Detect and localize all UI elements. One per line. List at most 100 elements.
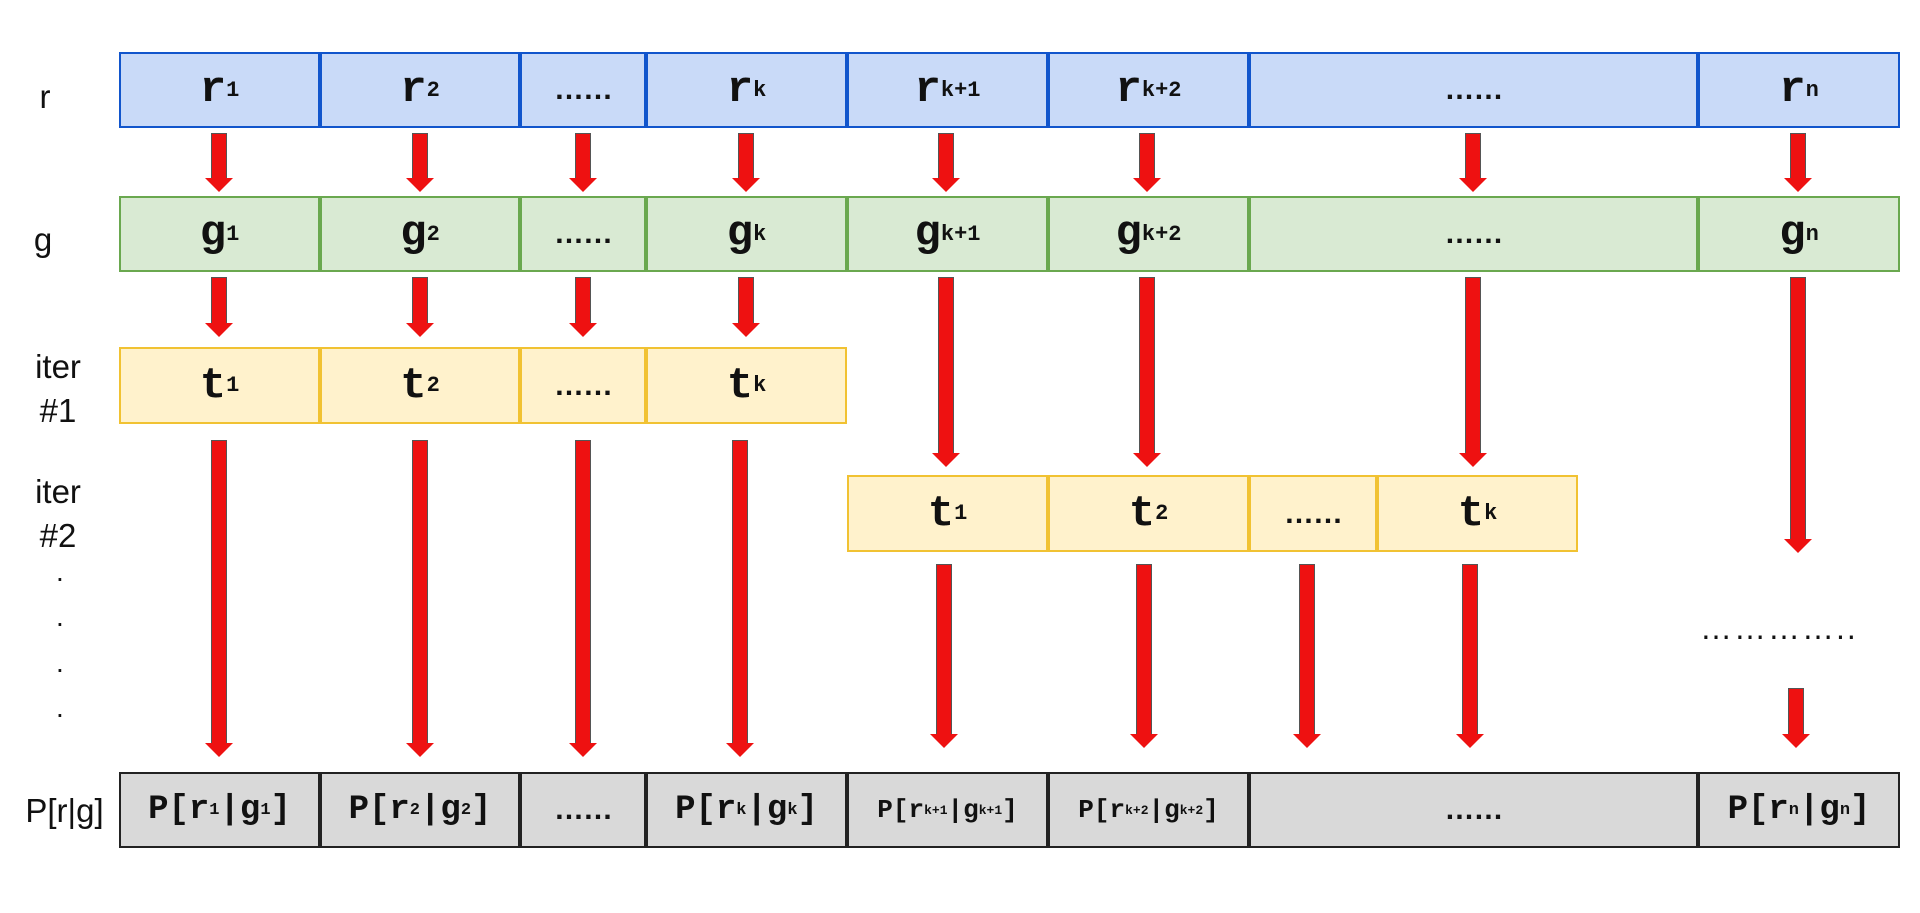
flow-arrow xyxy=(404,440,436,757)
cell-subscript: k xyxy=(753,373,767,398)
prob-g: g xyxy=(239,791,261,829)
prob-r-subscript: k xyxy=(736,800,747,820)
prob-close: ] xyxy=(471,791,492,829)
prob-g: g xyxy=(1164,795,1180,825)
arrow-head xyxy=(1293,734,1321,748)
r-cell: …… xyxy=(520,52,646,128)
arrow-shaft xyxy=(1790,133,1806,179)
prob-open: P[ xyxy=(348,791,390,829)
arrow-shaft xyxy=(412,133,428,179)
flow-arrow xyxy=(930,133,962,192)
cell-subscript: 2 xyxy=(426,221,440,247)
g-cell: …… xyxy=(520,196,646,272)
prob-pipe: | xyxy=(1148,795,1165,825)
arrow-head xyxy=(1133,178,1161,192)
flow-arrow xyxy=(404,277,436,337)
prob-pipe: | xyxy=(947,795,964,825)
cell-symbol: g xyxy=(1779,209,1806,259)
arrow-shaft xyxy=(412,440,428,744)
flow-arrow xyxy=(1457,277,1489,467)
prob-r: r xyxy=(188,791,210,829)
cell-symbol: …… xyxy=(1444,217,1504,250)
cell-symbol: t xyxy=(199,360,227,411)
arrow-shaft xyxy=(738,277,754,324)
prob-pipe: | xyxy=(420,791,441,829)
arrow-shaft xyxy=(575,277,591,324)
cell-subscript: k+1 xyxy=(940,77,981,103)
arrow-head xyxy=(1782,734,1810,748)
cell-subscript: 2 xyxy=(426,77,440,103)
cell-subscript: 2 xyxy=(426,373,440,398)
cell-symbol: t xyxy=(1128,488,1156,539)
arrow-head xyxy=(732,178,760,192)
iter1-cell: …… xyxy=(520,347,646,424)
arrow-head xyxy=(205,178,233,192)
flow-arrow xyxy=(1131,133,1163,192)
flow-arrow xyxy=(730,277,762,337)
prob-g: g xyxy=(963,795,979,825)
flow-arrow xyxy=(724,440,756,757)
prob-r: r xyxy=(1109,795,1126,825)
prob-r: r xyxy=(1768,791,1789,829)
cell-subscript: 1 xyxy=(226,77,240,103)
ellipsis: …… xyxy=(554,793,613,826)
arrow-head xyxy=(569,323,597,337)
cell-subscript: k xyxy=(753,221,767,247)
cell-subscript: n xyxy=(1805,221,1819,247)
arrow-head xyxy=(726,743,754,757)
flow-arrow xyxy=(730,133,762,192)
prob-r-subscript: n xyxy=(1788,800,1799,820)
arrow-shaft xyxy=(1139,277,1155,454)
arrow-shaft xyxy=(1462,564,1478,735)
cell-subscript: 1 xyxy=(954,501,968,526)
row-label-iter1: iter #1 xyxy=(35,348,81,429)
cell-symbol: …… xyxy=(1284,496,1343,530)
flow-arrow xyxy=(203,440,235,757)
row-label-iter2: iter #2 xyxy=(35,473,81,554)
flow-arrow xyxy=(1782,277,1814,553)
prob-g: g xyxy=(440,791,461,829)
arrow-shaft xyxy=(1139,133,1155,179)
cell-symbol: …… xyxy=(554,217,613,250)
flow-arrow xyxy=(567,277,599,337)
probability-cell: …… xyxy=(520,772,646,848)
arrow-shaft xyxy=(936,564,952,735)
cell-symbol: r xyxy=(1779,65,1806,115)
flow-arrow xyxy=(1291,564,1323,748)
flow-arrow xyxy=(203,277,235,337)
arrow-shaft xyxy=(1465,277,1481,454)
prob-r-subscript: k+2 xyxy=(1125,802,1149,818)
arrow-head xyxy=(1130,734,1158,748)
flow-arrow xyxy=(1454,564,1486,748)
prob-r: r xyxy=(908,795,925,825)
cell-symbol: r xyxy=(726,65,754,115)
flow-arrow xyxy=(930,277,962,467)
cell-symbol: …… xyxy=(1444,73,1504,106)
cell-symbol: r xyxy=(199,65,227,115)
cell-symbol: g xyxy=(199,209,227,259)
flow-arrow xyxy=(928,564,960,748)
vertical-dot: . xyxy=(56,692,64,723)
arrow-shaft xyxy=(412,277,428,324)
cell-symbol: g xyxy=(914,209,941,259)
cell-symbol: r xyxy=(1115,65,1142,115)
prob-pipe: | xyxy=(219,791,240,829)
cell-symbol: …… xyxy=(554,368,613,402)
arrow-head xyxy=(1456,734,1484,748)
prob-open: P[ xyxy=(1727,791,1769,829)
prob-close: ] xyxy=(1850,791,1871,829)
